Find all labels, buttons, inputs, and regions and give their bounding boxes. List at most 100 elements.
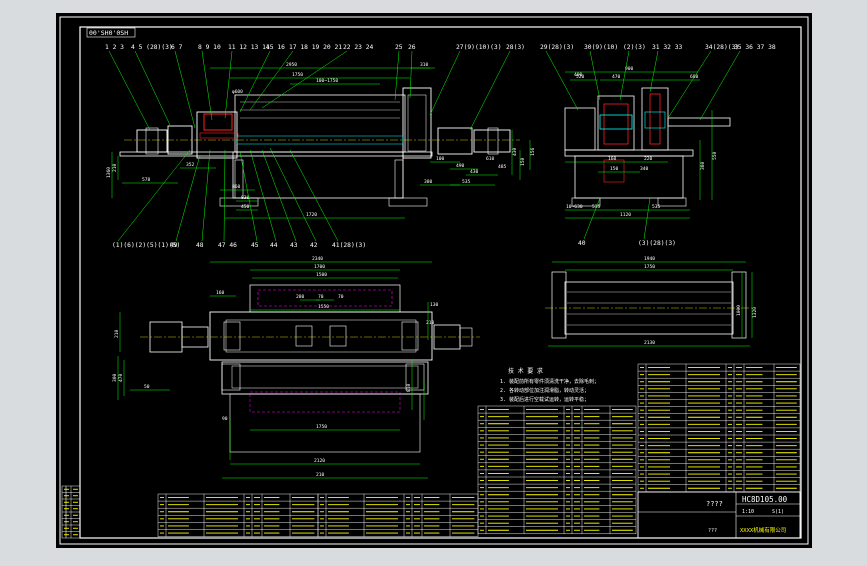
front-dimension-label: 1720: [306, 212, 317, 218]
front-left-motor-fan: [145, 127, 159, 155]
side-dimension-labels: 900470520680400160220150340535535112010~…: [566, 66, 718, 218]
front-dimension-lines: [111, 67, 531, 219]
side-dimension-label: 380: [700, 161, 706, 170]
plan-lower-end-left: [221, 363, 241, 391]
title-block-scale: 1:10: [742, 509, 754, 515]
roller-dimension-label: 1940: [644, 256, 655, 262]
front-callout-leader: [201, 50, 213, 121]
front-right-motor-fan: [487, 127, 499, 155]
front-dimension-label: 100~1750: [316, 78, 338, 84]
outer-sheet-border: [59, 16, 809, 545]
front-foot-right: [388, 197, 428, 207]
front-left-motor: [136, 129, 168, 153]
front-dimension-label: 578: [142, 177, 151, 183]
plan-dimension-label: 2340: [312, 256, 323, 262]
side-callout-top-label: 29(28)(3): [540, 44, 574, 51]
technical-notes: 技 术 要 求 1. 装配前所有零件须清洗干净，去除毛刺； 2. 各转动部位加注…: [500, 367, 599, 403]
side-callout-leader: [667, 50, 712, 119]
roller-dimension-lines: [548, 261, 753, 347]
front-callout-leader: [174, 50, 196, 129]
front-callout-leader: [134, 50, 171, 126]
code-box-label: 00'SH0'0SH: [89, 29, 128, 37]
side-callout-leader: [619, 50, 630, 101]
front-right-reducer: [437, 127, 473, 155]
front-callout-leader: [261, 149, 297, 242]
plan-dimension-label: 210: [316, 472, 325, 478]
parts-table-bottom-1-cell-marks: [160, 497, 315, 534]
front-callout-leader: [289, 149, 339, 242]
front-callout-leader: [201, 149, 211, 242]
side-cyan-block: [599, 114, 633, 130]
side-dimension-label: 340: [640, 166, 649, 172]
plan-top-frame-inner: [225, 319, 417, 353]
front-callout-bottom-label: 48: [196, 242, 204, 249]
side-dimension-label: 470: [612, 74, 621, 80]
front-callout-bottom-label: (1)(6)(2)(5)(1)(5): [112, 242, 180, 249]
title-block-name: ????: [706, 500, 723, 508]
front-callout-top-label: 26: [408, 44, 416, 51]
plan-lower-hidden: [249, 391, 401, 413]
side-central-column: [597, 95, 635, 151]
front-dimension-label: 485: [498, 164, 507, 170]
front-callout-leader: [394, 50, 400, 101]
plan-dimension-label: 90: [222, 416, 228, 422]
roller-dimension-label: 1320: [752, 307, 758, 318]
front-dimension-label: 150: [520, 157, 526, 166]
front-callout-leader: [239, 50, 271, 113]
plan-lower-end-right: [405, 363, 425, 391]
parts-table-right-upper: [637, 363, 801, 493]
side-right-arm: [667, 117, 731, 127]
side-view: 900470520680400160220150340535535112010~…: [540, 44, 776, 247]
front-callout-bottom-label: 47 46: [218, 242, 237, 249]
front-callout-leader: [249, 50, 294, 111]
front-callout-bottom-label: 42: [310, 242, 318, 249]
plan-dimension-label: 470: [118, 373, 124, 382]
side-callout-bottom-label: (3)(28)(3): [638, 240, 676, 247]
parts-table-margin: [61, 485, 81, 539]
plan-hidden-rect: [257, 289, 393, 307]
side-callout-leader: [589, 50, 601, 101]
front-callout-bottom-label: 45: [251, 242, 259, 249]
side-callout-leader: [649, 50, 659, 93]
side-dimension-label: 10~630: [566, 204, 583, 210]
front-callout-leader: [469, 50, 511, 131]
plan-bearing-1: [223, 321, 241, 351]
title-block-designer: ???: [708, 528, 717, 534]
side-dimension-lines: [565, 71, 713, 219]
front-red-shaft: [199, 132, 239, 139]
side-dimension-label: 160: [608, 156, 617, 162]
plan-dimension-lines: [117, 261, 432, 479]
front-callout-leader: [249, 149, 277, 242]
plan-dimension-label: 280: [296, 294, 305, 300]
plan-dimension-label: 1750: [316, 424, 327, 430]
side-foot-right: [657, 197, 687, 207]
front-view: 00'SH0'0SH φ600 29501750100~175031017205…: [86, 27, 536, 249]
side-callout-leader: [699, 50, 741, 121]
front-callout-top-label: 15 16: [266, 44, 285, 51]
plan-lower-roller: [231, 365, 419, 389]
side-central-inner: [603, 103, 629, 145]
front-callout-leader: [108, 50, 151, 131]
front-callout-bottom-label: 49: [170, 242, 178, 249]
side-dimension-label: 550: [712, 151, 718, 160]
front-dimension-label: 830: [241, 195, 250, 201]
front-callout-leader: [409, 50, 413, 99]
front-callout-leader: [175, 154, 201, 242]
front-callout-top-label: 17 18 19 20 21: [289, 44, 342, 51]
roller-dimension-label: 1000: [736, 305, 742, 316]
side-callout-top-label: 31 32 33: [652, 44, 683, 51]
plan-bearing-3: [329, 325, 347, 347]
front-callout-top-label: 28(3): [506, 44, 525, 51]
front-callout-top-label: 1 2 3: [105, 44, 124, 51]
front-callout-leader: [224, 50, 233, 119]
front-dimension-label: 430: [512, 147, 518, 156]
side-dimension-label: 900: [625, 66, 634, 72]
side-left-box: [564, 107, 596, 151]
side-dimension-label: 535: [652, 204, 661, 210]
